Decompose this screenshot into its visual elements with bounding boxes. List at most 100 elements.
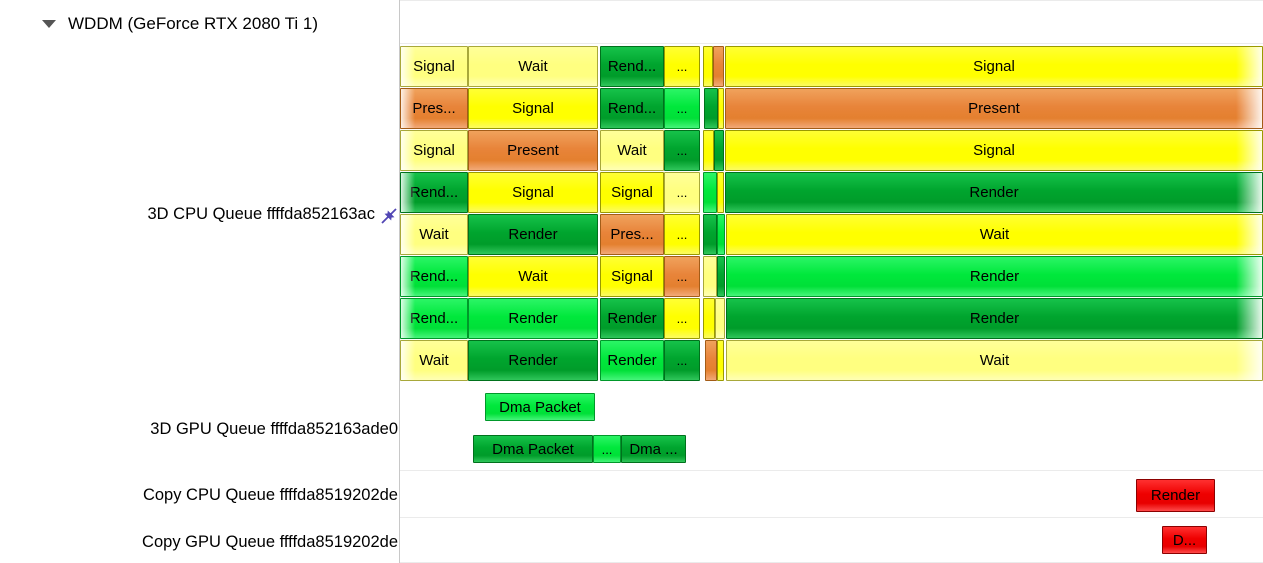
cpu-queue-segment[interactable]: Wait — [400, 214, 468, 255]
cpu-queue-segment[interactable]: Wait — [726, 340, 1263, 381]
cpu-queue-segment[interactable]: Wait — [726, 214, 1263, 255]
cpu-queue-track[interactable]: Rend... Signal Signal... Render — [400, 172, 1263, 213]
cpu-queue-segment[interactable]: Wait — [600, 130, 664, 171]
cpu-queue-segment[interactable]: Wait — [400, 340, 468, 381]
cpu-queue-segment[interactable]: Signal — [600, 256, 664, 297]
segment-label: Present — [968, 100, 1020, 117]
segment-label: ... — [676, 311, 688, 326]
cpu-queue-segment[interactable] — [717, 256, 725, 297]
row-label-panel: WDDM (GeForce RTX 2080 Ti 1) 3D CPU Queu… — [0, 0, 400, 563]
cpu-queue-segment[interactable]: ... — [664, 214, 700, 255]
cpu-queue-segment[interactable] — [717, 340, 724, 381]
cpu-queue-segment[interactable] — [703, 130, 714, 171]
copy-cpu-queue-track[interactable]: Render — [400, 473, 1263, 517]
cpu-queue-segment[interactable]: ... — [664, 340, 700, 381]
cpu-queue-segment[interactable]: Rend... — [400, 298, 468, 339]
segment-label: Wait — [518, 268, 548, 285]
gpu-queue-track[interactable]: Dma Packet...Dma ... — [400, 431, 1263, 467]
row-label-copy-cpu-queue[interactable]: Copy CPU Queue ffffda8519202de — [0, 483, 400, 507]
segment-label: Dma Packet — [492, 440, 574, 458]
triangle-down-icon[interactable] — [42, 20, 56, 28]
segment-label: Wait — [518, 58, 548, 75]
segment-label: Wait — [979, 226, 1010, 243]
cpu-queue-segment[interactable] — [703, 256, 717, 297]
cpu-queue-segment[interactable]: Wait — [468, 46, 598, 87]
cpu-queue-segment[interactable]: ... — [664, 88, 700, 129]
cpu-queue-segment[interactable]: Render — [468, 340, 598, 381]
copy-cpu-queue-segment[interactable]: Render — [1136, 479, 1215, 512]
cpu-queue-segment[interactable]: Render — [725, 172, 1263, 213]
cpu-queue-segment[interactable]: Signal — [725, 130, 1263, 171]
cpu-queue-segment[interactable]: Rend... — [600, 46, 664, 87]
segment-label: D... — [1172, 531, 1197, 549]
cpu-queue-segment[interactable]: Render — [726, 298, 1263, 339]
row-label-text: 3D GPU Queue ffffda852163ade0 — [150, 419, 398, 438]
cpu-queue-segment[interactable]: Signal — [600, 172, 664, 213]
segment-label: Signal — [512, 184, 554, 201]
gpu-queue-segment[interactable]: Dma Packet — [485, 393, 595, 421]
cpu-queue-segment[interactable]: ... — [664, 256, 700, 297]
cpu-queue-segment[interactable]: Rend... — [400, 172, 468, 213]
cpu-queue-segment[interactable]: ... — [664, 130, 700, 171]
panel-divider[interactable] — [399, 0, 400, 563]
cpu-queue-segment[interactable]: Present — [725, 88, 1263, 129]
cpu-queue-segment[interactable] — [703, 46, 713, 87]
cpu-queue-segment[interactable]: Pres... — [400, 88, 468, 129]
row-separator — [400, 43, 1263, 44]
cpu-queue-segment[interactable] — [715, 298, 725, 339]
row-label-copy-gpu-queue[interactable]: Copy GPU Queue ffffda8519202de — [0, 530, 400, 554]
cpu-queue-segment[interactable] — [718, 88, 724, 129]
cpu-queue-segment[interactable]: Signal — [468, 88, 598, 129]
cpu-queue-segment[interactable]: Rend... — [400, 256, 468, 297]
row-label-3d-cpu-queue[interactable]: 3D CPU Queue ffffda852163ac — [0, 202, 400, 226]
cpu-queue-segment[interactable]: Signal — [400, 130, 468, 171]
gpu-queue-segment[interactable]: Dma ... — [621, 435, 686, 463]
cpu-queue-segment[interactable]: Render — [600, 298, 664, 339]
segment-label: Wait — [617, 142, 647, 159]
segment-label: ... — [676, 143, 688, 158]
segment-label: Render — [607, 310, 657, 327]
cpu-queue-segment[interactable]: Signal — [468, 172, 598, 213]
row-label-3d-gpu-queue[interactable]: 3D GPU Queue ffffda852163ade0 — [0, 417, 400, 441]
cpu-queue-segment[interactable] — [714, 130, 724, 171]
group-header-wddm[interactable]: WDDM (GeForce RTX 2080 Ti 1) — [0, 8, 400, 40]
copy-gpu-queue-segment[interactable]: D... — [1162, 526, 1207, 554]
cpu-queue-segment[interactable]: Wait — [468, 256, 598, 297]
cpu-queue-segment[interactable]: Render — [726, 256, 1263, 297]
cpu-queue-segment[interactable] — [713, 46, 724, 87]
cpu-queue-segment[interactable]: Signal — [725, 46, 1263, 87]
cpu-queue-segment[interactable] — [703, 298, 715, 339]
cpu-queue-segment[interactable] — [705, 340, 717, 381]
segment-label: Render — [1150, 487, 1201, 504]
cpu-queue-segment[interactable]: Pres... — [600, 214, 664, 255]
cpu-queue-segment[interactable]: ... — [664, 172, 700, 213]
segment-label: Render — [969, 310, 1020, 327]
cpu-queue-segment[interactable]: ... — [664, 298, 700, 339]
cpu-queue-segment[interactable]: Signal — [400, 46, 468, 87]
cpu-queue-segment[interactable]: Rend... — [600, 88, 664, 129]
cpu-queue-segment[interactable] — [717, 214, 725, 255]
copy-gpu-queue-track[interactable]: D... — [400, 520, 1263, 562]
cpu-queue-segment[interactable] — [717, 172, 724, 213]
cpu-queue-segment[interactable]: Render — [468, 298, 598, 339]
collapse-arrows-icon[interactable] — [380, 207, 398, 225]
cpu-queue-segment[interactable]: ... — [664, 46, 700, 87]
cpu-queue-segment[interactable] — [703, 172, 717, 213]
cpu-queue-track[interactable]: Signal Wait Rend...... Signal — [400, 46, 1263, 87]
segment-label: ... — [676, 353, 688, 368]
cpu-queue-segment[interactable]: Present — [468, 130, 598, 171]
cpu-queue-track[interactable]: Rend... Wait Signal... Render — [400, 256, 1263, 297]
cpu-queue-segment[interactable] — [704, 88, 718, 129]
cpu-queue-segment[interactable] — [703, 214, 717, 255]
cpu-queue-segment[interactable]: Render — [600, 340, 664, 381]
gpu-queue-track[interactable]: Dma Packet — [400, 389, 1263, 425]
gpu-queue-segment[interactable]: Dma Packet — [473, 435, 593, 463]
cpu-queue-segment[interactable]: Render — [468, 214, 598, 255]
gpu-queue-segment[interactable]: ... — [593, 435, 621, 463]
